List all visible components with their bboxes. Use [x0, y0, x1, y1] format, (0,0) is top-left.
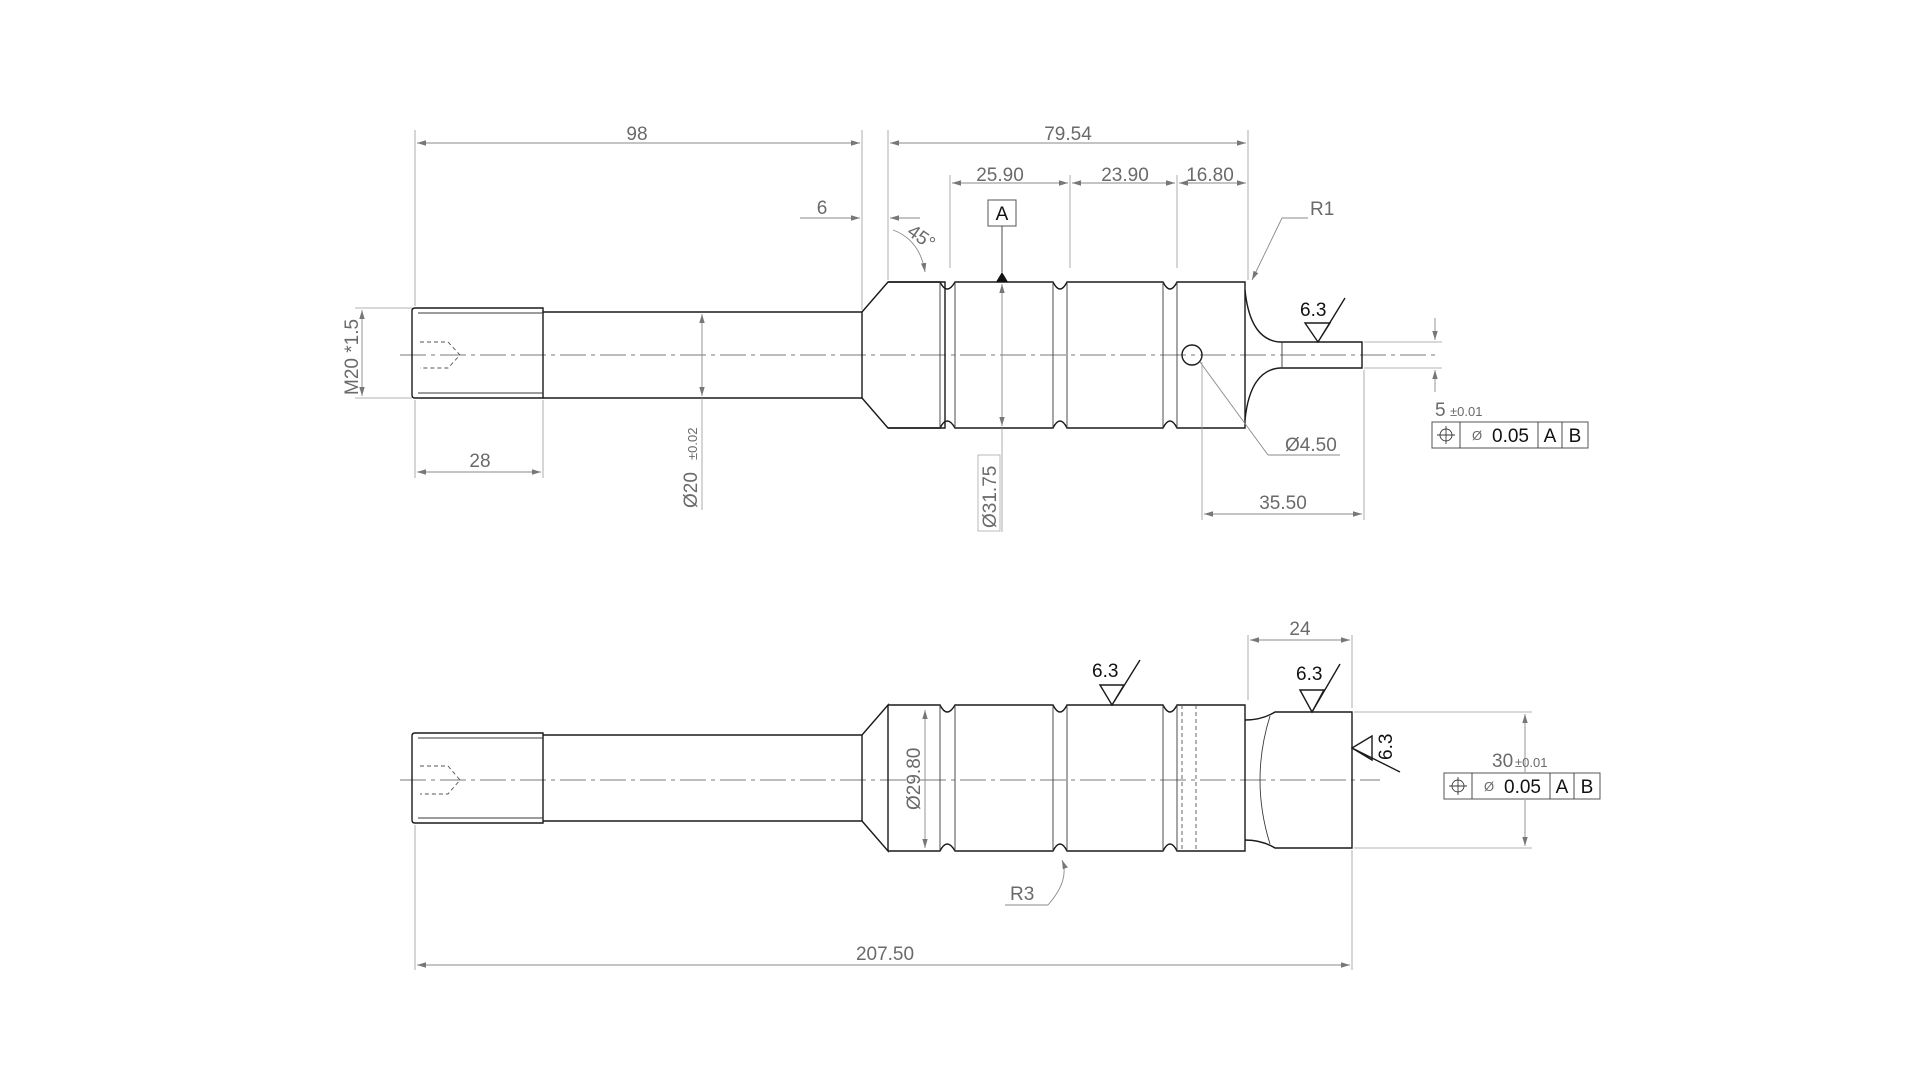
dim-16-80: 16.80	[1186, 165, 1234, 186]
dim-r3: R3	[1010, 884, 1034, 905]
bottom-surface-finish-3	[1350, 734, 1401, 773]
datum-a-triangle	[996, 272, 1008, 282]
dim-shaft-dia: Ø20	[681, 472, 702, 508]
tf1-datum2: B	[1569, 426, 1582, 447]
tf1-datum1: A	[1544, 426, 1557, 447]
dim-shaft-dia-tol: ±0.02	[685, 428, 700, 460]
bottom-surface-finish-2-value: 6.3	[1296, 664, 1322, 685]
dim-98: 98	[626, 124, 647, 145]
bottom-surface-finish-2	[1298, 663, 1341, 714]
dim-pin-dia: 5	[1435, 400, 1446, 421]
bottom-shaft	[543, 734, 863, 822]
dim-24: 24	[1289, 619, 1311, 640]
bottom-view: 24 6.3 6.3 6.3 Ø29.80 R3 30 ±0.01	[400, 619, 1601, 970]
tf1-value: 0.05	[1492, 426, 1529, 447]
tolerance-frame-2: Ø 0.05 A B	[1443, 772, 1601, 800]
dim-groove-dia: Ø29.80	[904, 748, 925, 810]
top-shaft	[543, 311, 863, 399]
top-surface-finish-symbol	[1303, 297, 1346, 344]
tf2-value: 0.05	[1504, 777, 1541, 798]
tolerance-frame-1: Ø 0.05 A B	[1431, 421, 1589, 449]
datum-a-label: A	[996, 204, 1009, 225]
dim-thread-spec: M20 *1.5	[342, 319, 363, 395]
top-thread-section	[411, 307, 544, 399]
tf2-zone: Ø	[1484, 779, 1494, 794]
bottom-surface-finish-3-value: 6.3	[1376, 734, 1397, 760]
top-cross-hole	[1181, 344, 1203, 366]
tf1-zone: Ø	[1472, 428, 1482, 443]
bottom-thread-section	[411, 732, 544, 824]
top-pin	[1244, 289, 1363, 421]
bottom-surface-finish-1-value: 6.3	[1092, 661, 1118, 682]
dim-head-dia: 30	[1492, 751, 1513, 772]
tf2-datum1: A	[1556, 777, 1569, 798]
top-view: 98 79.54 25.90 23.90 16.80 6 45° A R1 6.…	[342, 124, 1589, 532]
bottom-chamfer	[861, 703, 889, 853]
dim-pin-dia-tol: ±0.01	[1450, 404, 1482, 419]
dim-23-90: 23.90	[1101, 165, 1149, 186]
dim-r1: R1	[1310, 199, 1334, 220]
top-chamfer	[861, 281, 946, 429]
datum-a-box	[987, 199, 1017, 227]
bottom-body	[888, 704, 1246, 852]
dim-35-50: 35.50	[1259, 493, 1307, 514]
dim-6: 6	[817, 198, 828, 219]
dim-79-54: 79.54	[1044, 124, 1092, 145]
tf2-datum2: B	[1581, 777, 1594, 798]
dim-hole-dia: Ø4.50	[1285, 435, 1337, 456]
bottom-head	[1244, 711, 1353, 849]
top-surface-finish-value: 6.3	[1300, 300, 1326, 321]
dim-head-dia-tol: ±0.01	[1515, 755, 1547, 770]
dim-45-deg: 45°	[903, 221, 939, 255]
bottom-surface-finish-1	[1098, 659, 1141, 707]
dim-28: 28	[469, 451, 490, 472]
top-bore-hidden	[420, 341, 461, 369]
dim-207-50: 207.50	[856, 944, 914, 965]
dim-25-90: 25.90	[976, 165, 1024, 186]
dim-body-dia: Ø31.75	[980, 466, 1001, 528]
